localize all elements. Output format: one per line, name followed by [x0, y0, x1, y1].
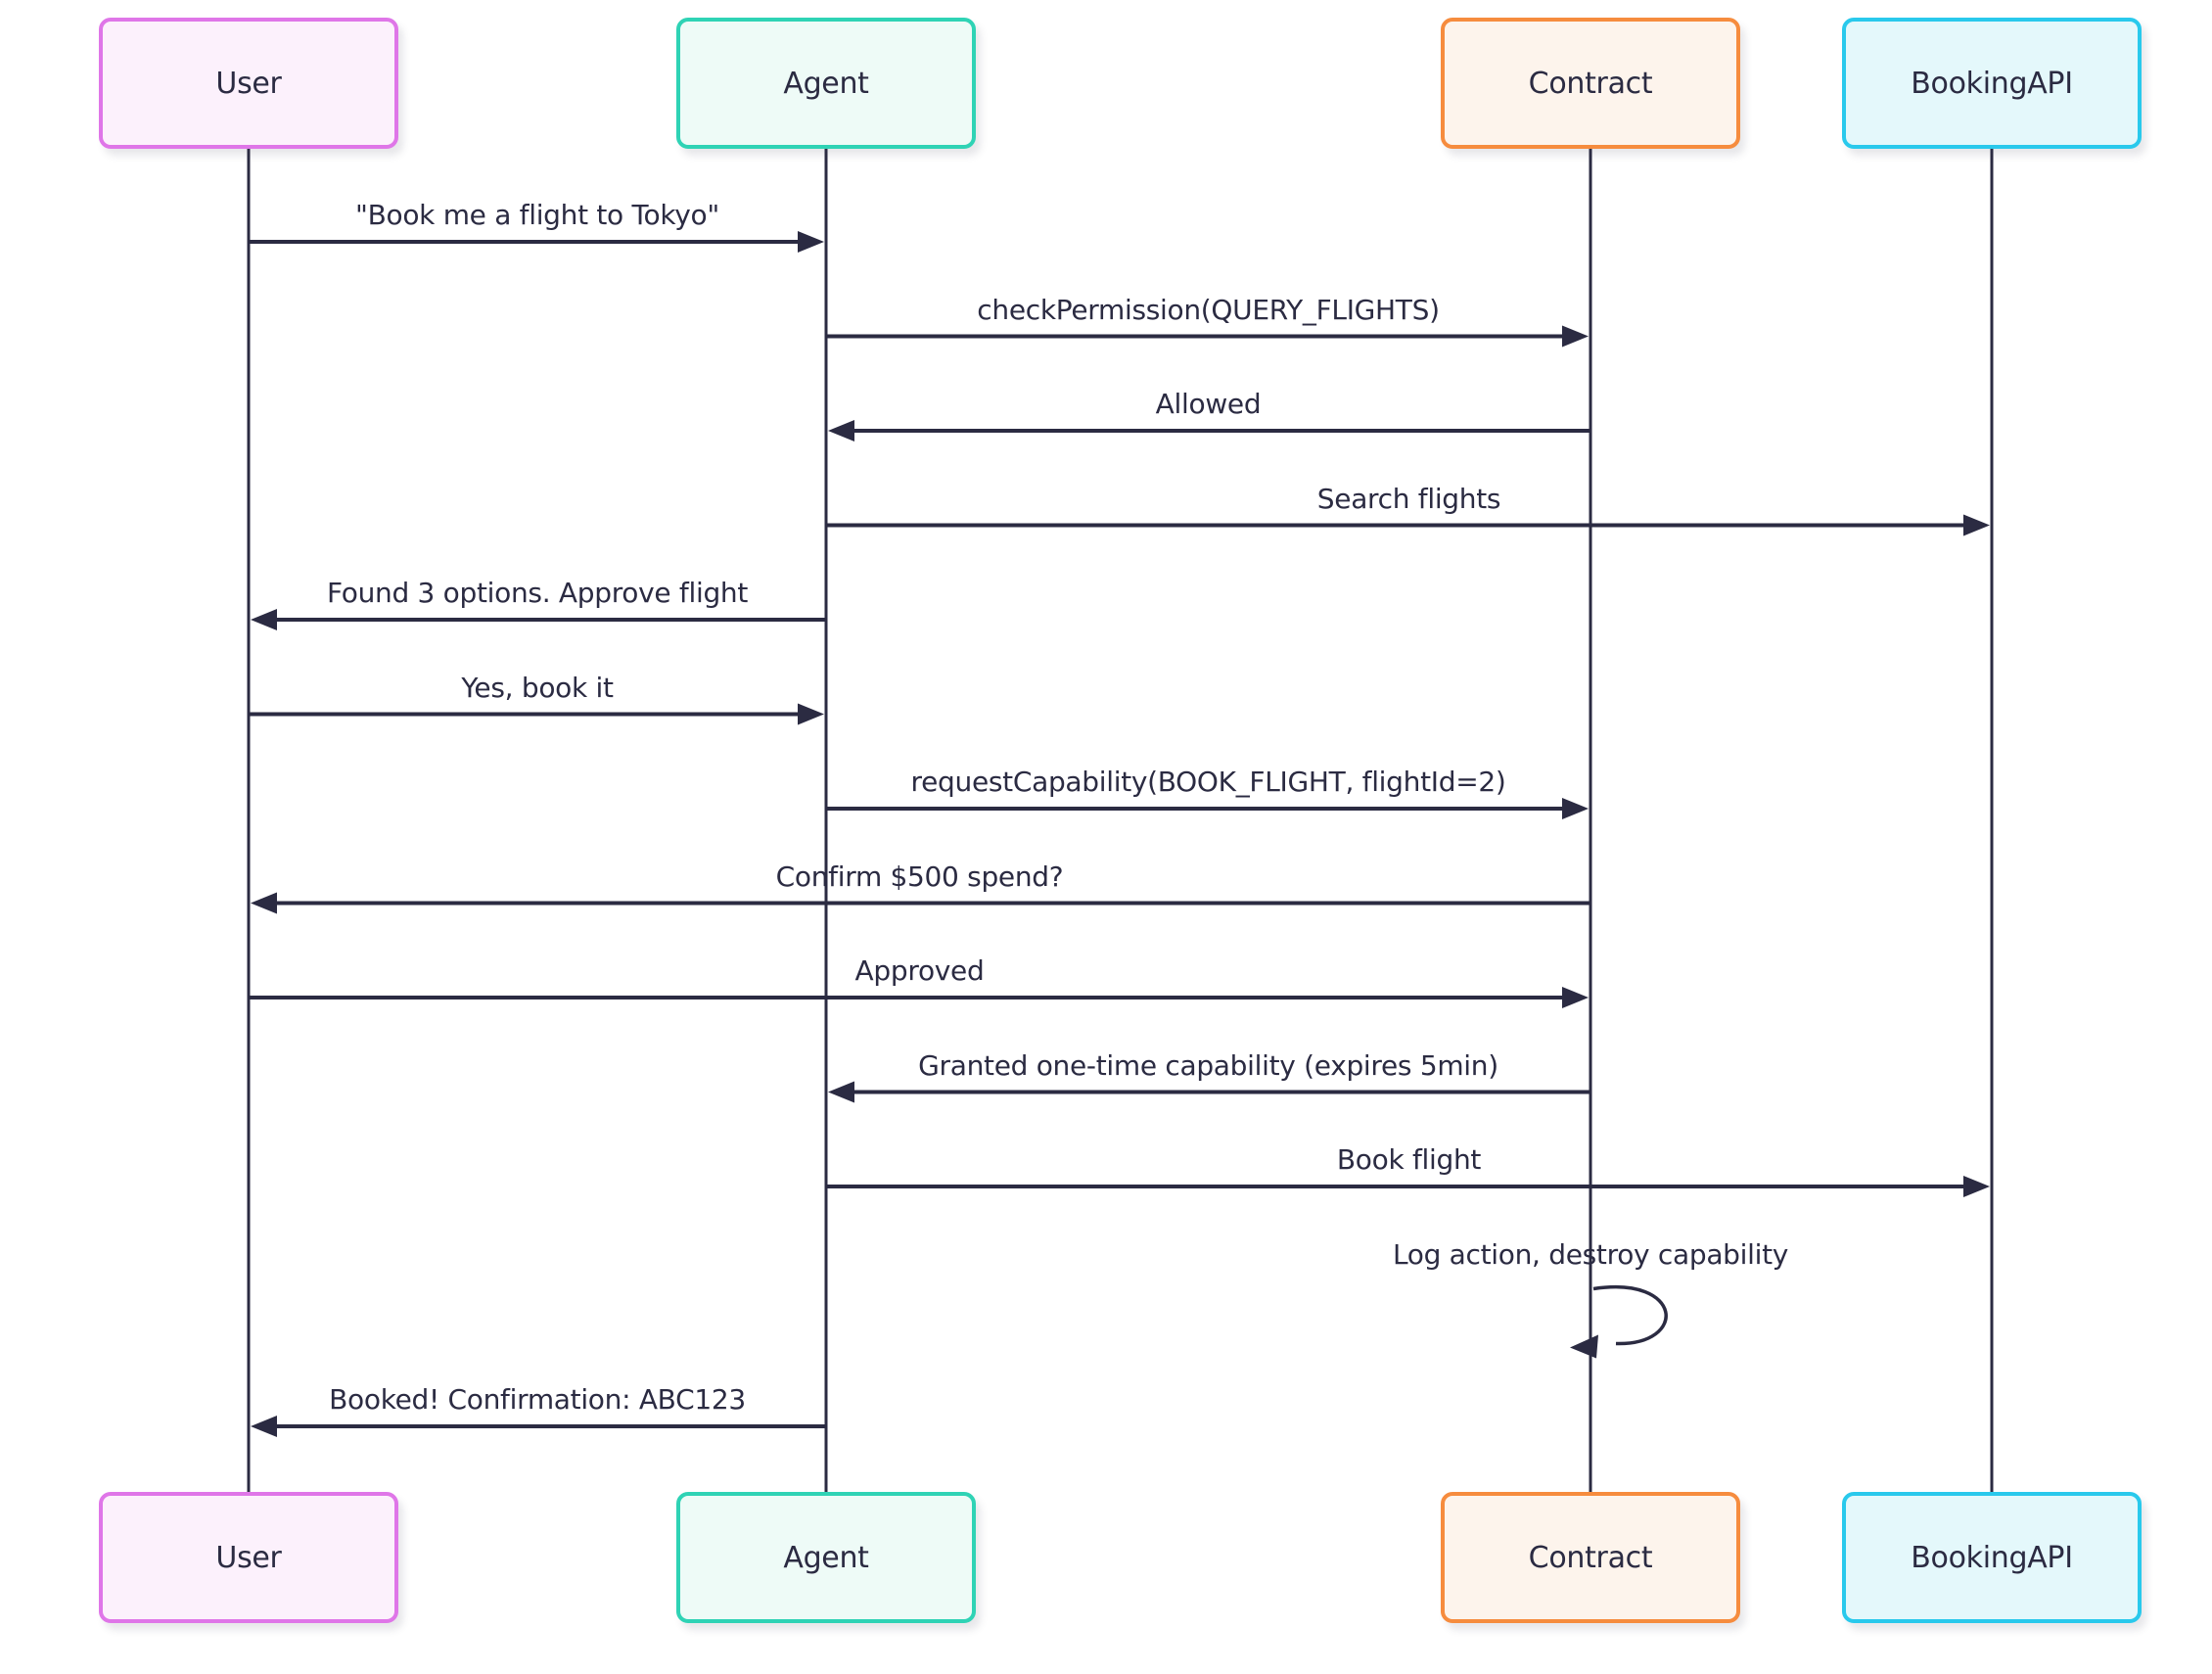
message-label: Approved	[854, 954, 985, 987]
actor-box-bookingapi-bottom: BookingAPI	[1842, 1492, 2142, 1623]
message-label: Granted one-time capability (expires 5mi…	[918, 1048, 1498, 1082]
actor-label-contract-bottom: Contract	[1528, 1540, 1653, 1575]
actor-label-contract-top: Contract	[1528, 66, 1653, 101]
message-label: Found 3 options. Approve flight	[326, 577, 749, 609]
message-label: checkPermission(QUERY_FLIGHTS)	[977, 293, 1440, 326]
actor-box-contract-bottom: Contract	[1441, 1492, 1740, 1623]
actor-label-agent-bottom: Agent	[783, 1540, 869, 1575]
actor-box-contract-top: Contract	[1441, 18, 1740, 149]
message-arrowhead	[1562, 798, 1589, 819]
actor-box-agent-bottom: Agent	[676, 1492, 976, 1623]
message-arrowhead	[1963, 514, 1990, 536]
message-label: Yes, book it	[461, 671, 614, 704]
message-label: Log action, destroy capability	[1392, 1237, 1789, 1271]
actor-box-user-bottom: User	[99, 1492, 398, 1623]
message-label: Booked! Confirmation: ABC123	[329, 1383, 746, 1416]
message-arrowhead	[798, 231, 824, 253]
message-arrowhead	[251, 1416, 277, 1437]
self-loop-arrowhead	[1570, 1334, 1598, 1359]
message-arrowhead	[828, 420, 854, 442]
actor-label-bookingapi-bottom: BookingAPI	[1911, 1540, 2073, 1575]
actor-box-agent-top: Agent	[676, 18, 976, 149]
message-label: Book flight	[1336, 1143, 1482, 1176]
message-arrowhead	[1963, 1176, 1990, 1197]
actor-label-user-top: User	[215, 66, 282, 101]
message-arrowhead	[251, 609, 277, 630]
actor-label-user-bottom: User	[215, 1540, 282, 1575]
message-label: Allowed	[1155, 388, 1262, 420]
message-arrowhead	[828, 1081, 854, 1103]
message-arrowhead	[1562, 325, 1589, 348]
actor-label-bookingapi-top: BookingAPI	[1911, 66, 2073, 101]
actor-box-user-top: User	[99, 18, 398, 149]
message-label: Search flights	[1316, 482, 1501, 515]
actor-label-agent-top: Agent	[783, 66, 869, 101]
message-arrowhead	[798, 703, 824, 725]
message-label: "Book me a flight to Tokyo"	[355, 199, 719, 231]
message-label: Confirm $500 spend?	[775, 860, 1064, 893]
self-loop-arc	[1592, 1285, 1668, 1346]
message-label: requestCapability(BOOK_FLIGHT, flightId=…	[910, 766, 1506, 798]
message-arrowhead	[251, 892, 277, 914]
actor-box-bookingapi-top: BookingAPI	[1842, 18, 2142, 149]
message-arrowhead	[1562, 987, 1589, 1008]
